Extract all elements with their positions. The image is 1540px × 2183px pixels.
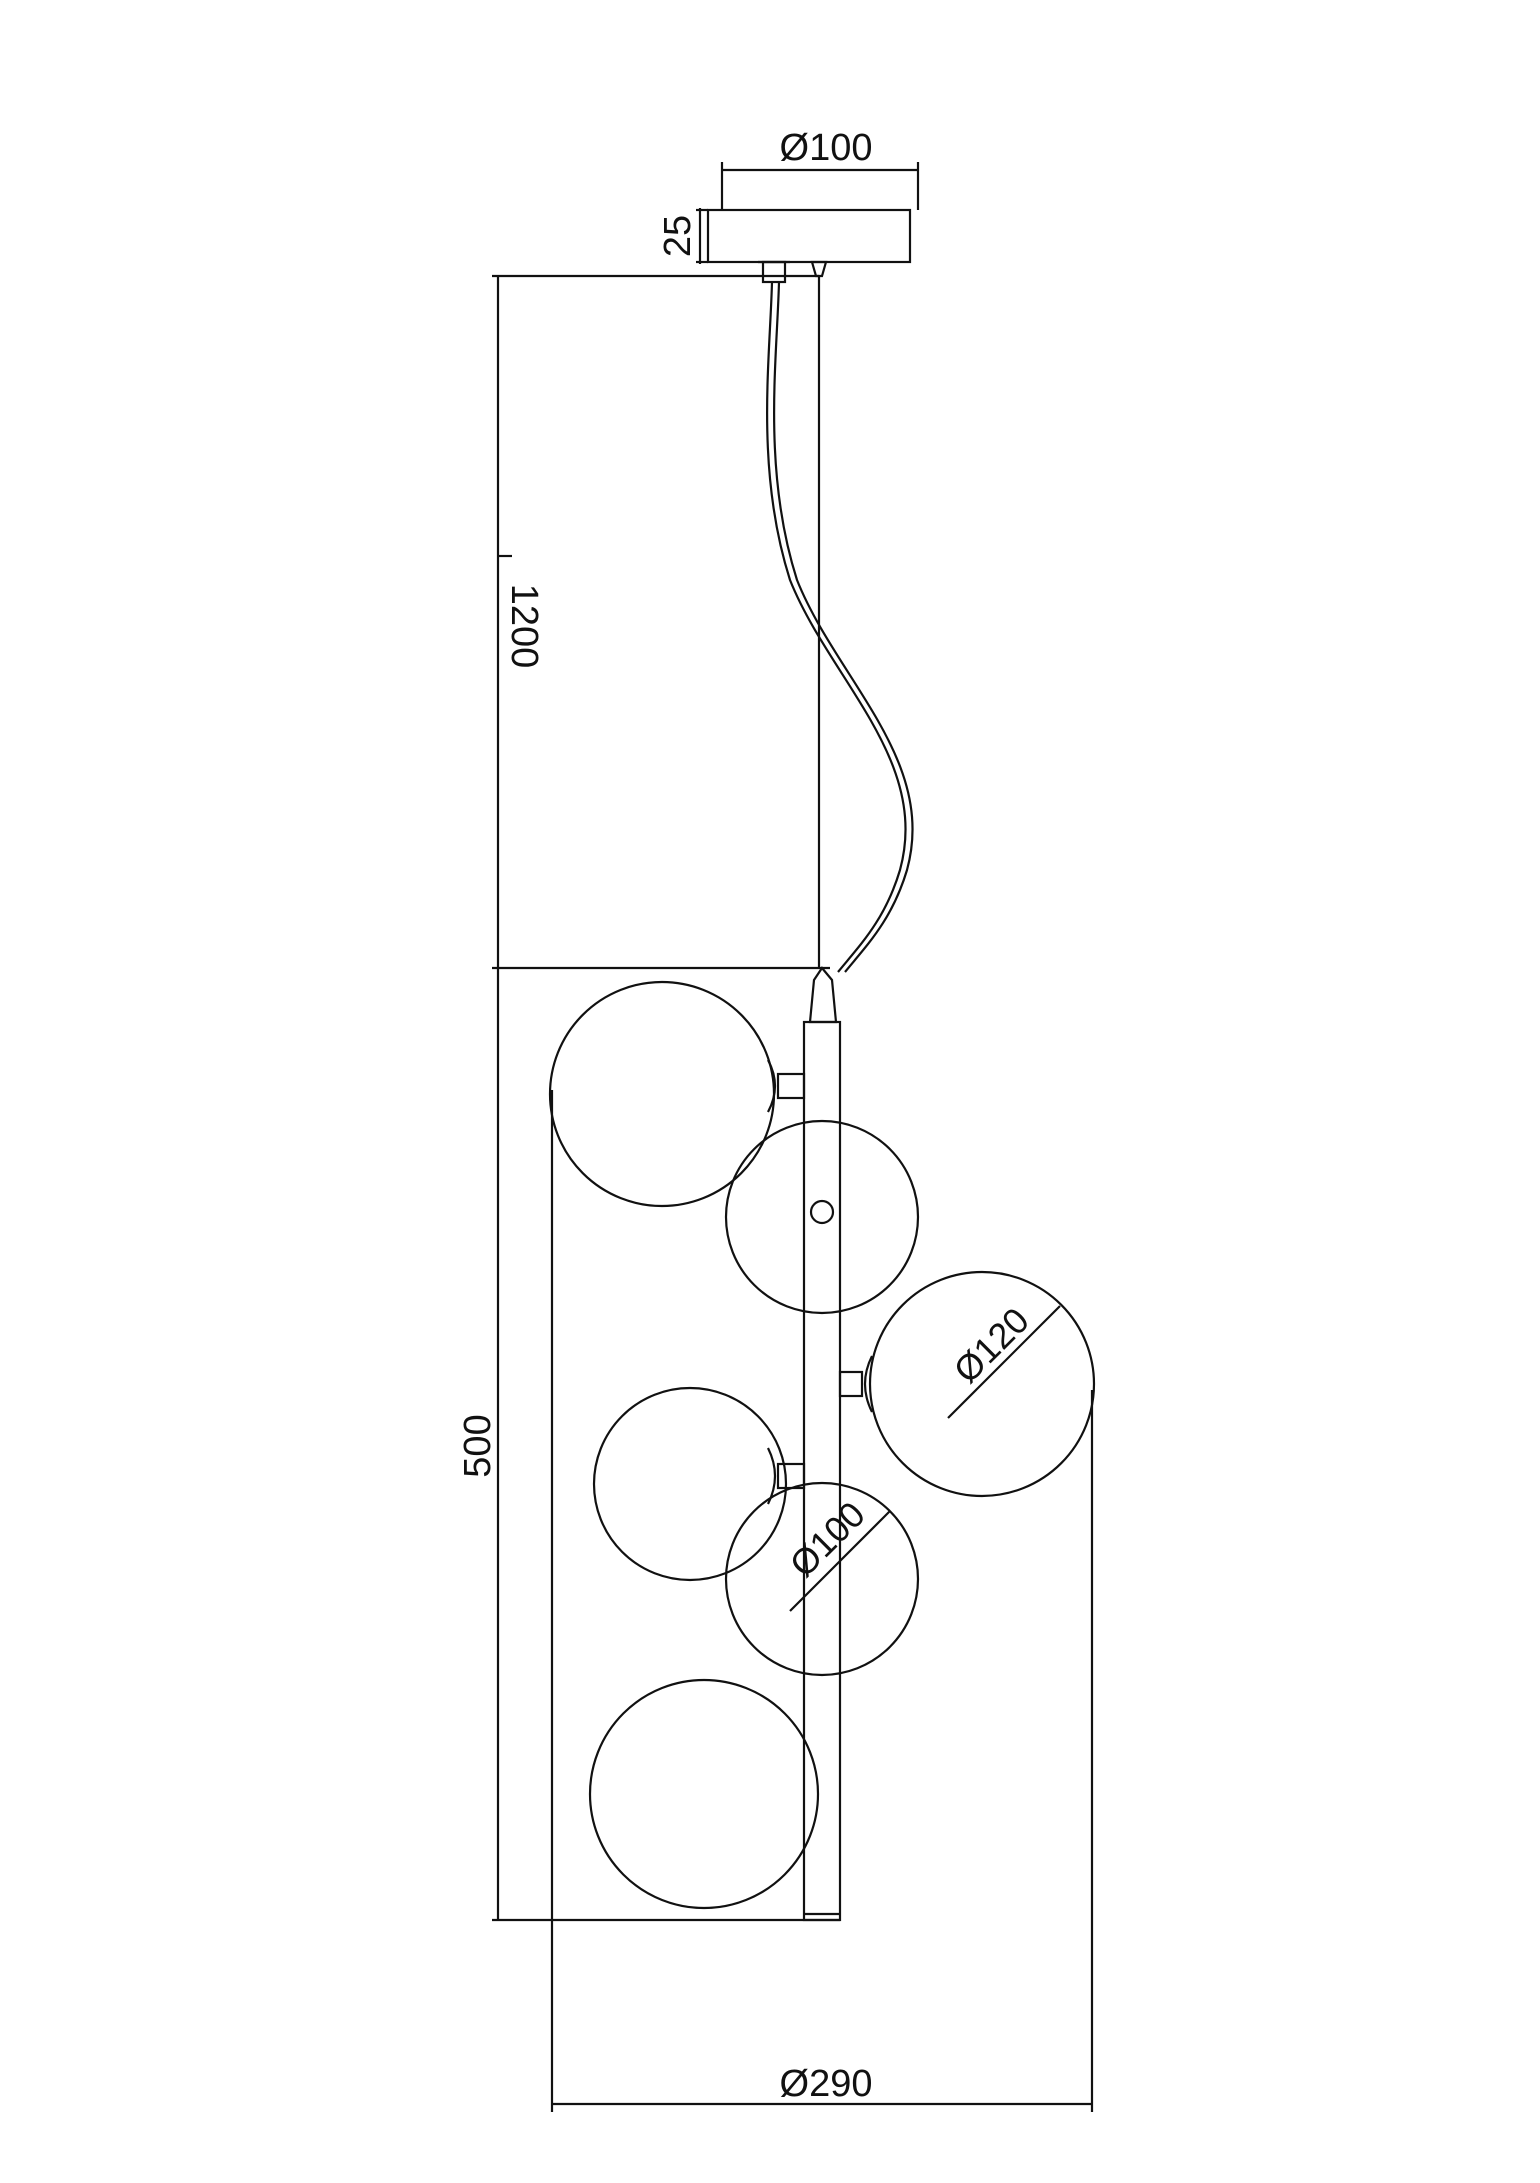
holder-middle-right	[838, 1370, 864, 1398]
small-globe-diameter-leader	[789, 1510, 891, 1612]
spine-screw	[809, 1199, 835, 1225]
spine-top-cap	[808, 966, 838, 1024]
cable-gland	[761, 260, 787, 284]
globe-middle-right-large	[868, 1270, 1096, 1498]
large-globe-diameter-label: Ø120	[946, 1300, 1037, 1391]
small-globe-diameter-label: Ø100	[782, 1494, 873, 1585]
holder-lower-left	[776, 1462, 806, 1490]
globe-bottom-left	[588, 1678, 820, 1910]
power-cable	[766, 281, 907, 973]
canopy-diameter-label: Ø100	[780, 127, 873, 169]
canopy	[706, 208, 912, 264]
holder-neck-middle-right	[863, 1355, 873, 1413]
overall-diameter-label: Ø290	[780, 2063, 873, 2105]
spine	[802, 1020, 842, 1922]
suspension-length-label: 1200	[503, 584, 545, 669]
large-globe-diameter-leader	[947, 1305, 1061, 1419]
globe-upper-right-small	[724, 1119, 920, 1315]
rod-mount	[810, 260, 828, 278]
holder-upper-left	[776, 1072, 806, 1100]
power-cable-inner	[773, 281, 914, 973]
globe-lower-left	[592, 1386, 788, 1582]
globe-upper-left	[548, 980, 776, 1208]
body-height-label: 500	[457, 1414, 499, 1477]
canopy-height-label: 25	[657, 215, 699, 257]
globe-lower-center-small	[724, 1481, 920, 1677]
